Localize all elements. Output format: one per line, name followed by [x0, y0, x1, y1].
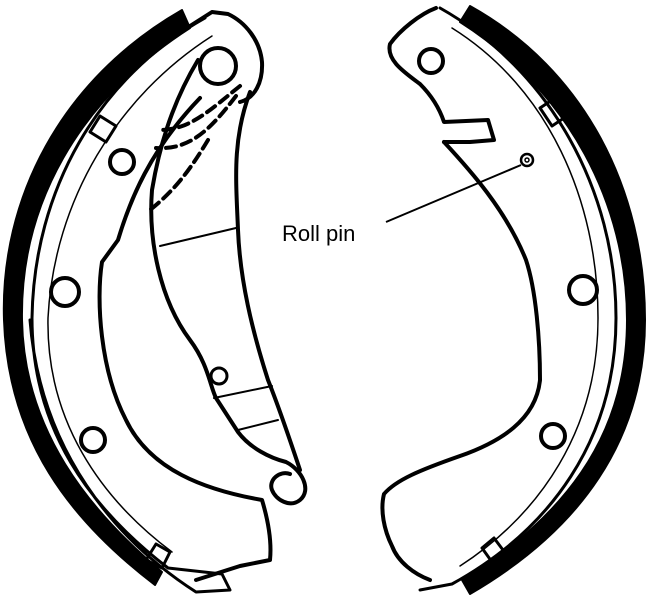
right-rim-outer	[418, 6, 618, 592]
left-lever	[149, 58, 308, 506]
roll-pin-callout: Roll pin	[282, 164, 522, 246]
right-tab-bottom	[480, 536, 508, 564]
left-shoe-rim	[188, 10, 265, 104]
roll-pin	[519, 152, 535, 168]
right-friction-lining	[459, 5, 646, 595]
right-shoe-web	[380, 140, 542, 582]
left-lever-crossline-3	[237, 419, 279, 431]
left-rim-outer	[28, 16, 232, 594]
right-shoe-web-top	[387, 6, 496, 144]
right-rim-inner	[451, 27, 599, 567]
roll-pin-core	[524, 157, 530, 163]
left-hidden-line-1	[158, 84, 242, 132]
left-friction-lining	[2, 9, 191, 586]
left-hidden-line-3	[148, 138, 210, 212]
right-rivet-hole	[567, 274, 599, 306]
right-brake-shoe	[380, 5, 646, 595]
left-rivet-hole	[49, 276, 81, 308]
right-tab-top	[538, 98, 566, 128]
left-hidden-line-2	[154, 94, 238, 151]
left-shoe-web	[97, 96, 273, 582]
left-pivot-pin	[198, 46, 238, 86]
left-tab-bottom	[144, 542, 172, 570]
right-rivet-hole	[417, 47, 445, 75]
left-rivet-hole	[79, 426, 107, 454]
roll-pin-label: Roll pin	[282, 221, 355, 246]
left-adjuster-pin	[209, 366, 229, 386]
left-lever-crossline-2	[213, 385, 273, 399]
left-tab-top	[88, 114, 118, 144]
roll-pin-leader-line	[385, 164, 522, 223]
left-rim-inner	[47, 35, 213, 553]
left-rivet-hole	[108, 148, 136, 176]
left-brake-shoe	[2, 9, 308, 594]
right-rivet-hole	[539, 422, 567, 450]
left-lever-crossline-1	[159, 227, 237, 247]
left-lever-edge	[234, 90, 302, 472]
